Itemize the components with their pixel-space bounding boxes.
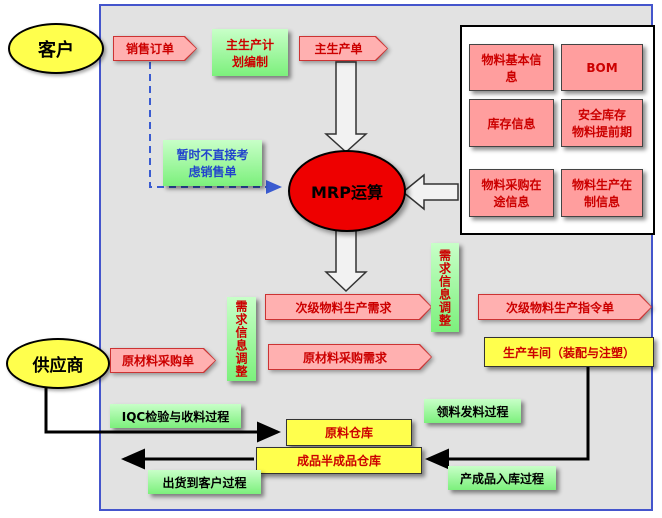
inventory-box: 库存信息	[469, 99, 554, 147]
raw-warehouse-label: 原料仓库	[324, 426, 373, 440]
finished-in-process-label: 产成品入库过程	[459, 471, 544, 486]
raw-purchase-order-arrow: 原材料采购单	[110, 348, 216, 373]
demand-adjust-left-box: 需求信息调整	[227, 297, 256, 381]
safety-stock-label: 安全库存 物料提前期	[571, 108, 632, 139]
secondary-demand-label: 次级物料生产需求	[295, 300, 392, 315]
customer-ellipse: 客户	[8, 23, 104, 74]
master-plan-label: 主生产计 划编制	[225, 37, 274, 69]
raw-purchase-demand-label: 原材料采购需求	[302, 350, 387, 365]
material-basic-label: 物料基本信 息	[481, 52, 542, 84]
iqc-process-box: IQC检验与收料过程	[110, 404, 241, 428]
sales-note-label: 暂时不直接考 虑销售单	[176, 148, 249, 179]
production-wip-label: 物料生产在 制信息	[571, 178, 632, 209]
secondary-demand-arrow: 次级物料生产需求	[265, 294, 432, 320]
master-order-arrow: 主生产单	[299, 36, 388, 61]
secondary-order-arrow: 次级物料生产指令单	[478, 294, 652, 320]
finished-in-process-box: 产成品入库过程	[448, 466, 556, 490]
sales-order-label: 销售订单	[125, 42, 174, 56]
supplier-ellipse: 供应商	[6, 338, 110, 389]
inventory-label: 库存信息	[487, 116, 536, 131]
raw-purchase-order-label: 原材料采购单	[121, 354, 194, 368]
ship-process-box: 出货到客户过程	[148, 470, 261, 494]
supplier-label: 供应商	[32, 356, 84, 376]
demand-adjust-right-label: 需求信息调整	[437, 248, 452, 327]
finished-warehouse-box: 成品半成品仓库	[256, 447, 422, 474]
issue-process-box: 领料发料过程	[424, 399, 521, 423]
demand-adjust-left-label: 需求信息调整	[234, 300, 248, 378]
customer-label: 客户	[38, 39, 74, 61]
mrp-label: MRP运算	[311, 183, 383, 202]
purchase-transit-box: 物料采购在 途信息	[469, 169, 554, 217]
raw-purchase-demand-arrow: 原材料采购需求	[268, 344, 432, 370]
finished-warehouse-label: 成品半成品仓库	[296, 454, 381, 468]
demand-adjust-right-box: 需求信息调整	[431, 243, 459, 332]
material-basic-box: 物料基本信 息	[469, 44, 554, 91]
workshop-box: 生产车间（装配与注塑）	[484, 337, 654, 367]
sales-order-arrow: 销售订单	[113, 36, 197, 61]
ship-process-label: 出货到客户过程	[162, 475, 247, 490]
bom-box: BOM	[561, 44, 643, 91]
safety-stock-box: 安全库存 物料提前期	[561, 99, 643, 147]
production-wip-box: 物料生产在 制信息	[561, 169, 643, 217]
bom-label: BOM	[586, 60, 618, 75]
issue-process-label: 领料发料过程	[436, 404, 509, 419]
iqc-process-label: IQC检验与收料过程	[121, 409, 230, 424]
secondary-order-label: 次级物料生产指令单	[505, 300, 614, 315]
mrp-ellipse: MRP运算	[288, 150, 406, 232]
master-order-label: 主生产单	[314, 42, 363, 56]
raw-warehouse-box: 原料仓库	[286, 419, 412, 446]
workshop-label: 生产车间（装配与注塑）	[502, 345, 635, 360]
purchase-transit-label: 物料采购在 途信息	[481, 178, 542, 209]
master-plan-box: 主生产计 划编制	[212, 29, 288, 76]
sales-note-box: 暂时不直接考 虑销售单	[163, 140, 262, 186]
